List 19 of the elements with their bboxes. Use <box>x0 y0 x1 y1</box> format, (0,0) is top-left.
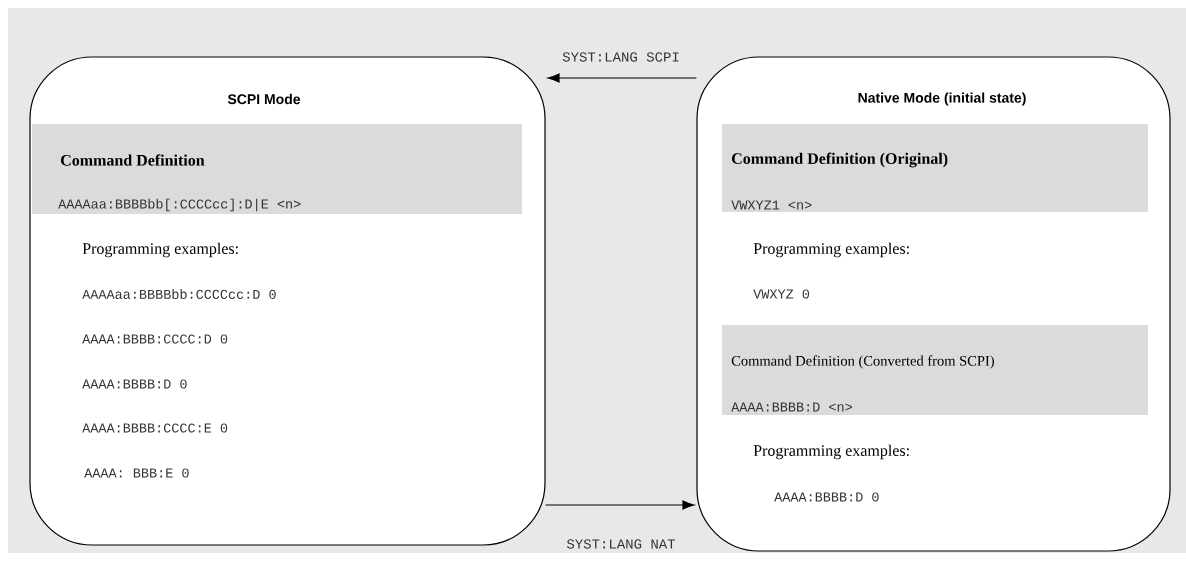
section-label: Programming examples: <box>753 242 909 258</box>
edge-label: SYST:LANG SCPI <box>562 52 679 62</box>
code-line: AAAA:BBBB:D 0 <box>774 492 879 502</box>
mode-title: SCPI Mode <box>227 93 301 105</box>
definition-band: Command Definition AAAAaa:BBBBbb[:CCCCcc]:D|E <n> <box>32 124 522 214</box>
definition-band: Command Definition (Converted from SCPI) AAAA:BBBB:D <n> <box>722 325 1148 415</box>
arrow <box>545 500 695 510</box>
arrow <box>547 73 697 83</box>
code-line: VWXYZ 0 <box>753 289 810 299</box>
mode-title: Native Mode (initial state) <box>858 92 1026 106</box>
code-line: AAAA: BBB:E 0 <box>84 468 189 478</box>
section-label: Programming examples: <box>753 444 909 460</box>
edge-label: SYST:LANG NAT <box>566 539 676 549</box>
code-line: AAAAaa:BBBBbb:CCCCcc:D 0 <box>82 289 276 299</box>
code-line: AAAA:BBBB:CCCC:D 0 <box>82 334 228 344</box>
definition-band: Command Definition (Original) VWXYZ1 <n> <box>722 124 1148 212</box>
section-label: Programming examples: <box>82 242 238 258</box>
code-line: AAAA:BBBB:D 0 <box>82 379 187 389</box>
code-line: AAAA:BBBB:CCCC:E 0 <box>82 423 228 433</box>
